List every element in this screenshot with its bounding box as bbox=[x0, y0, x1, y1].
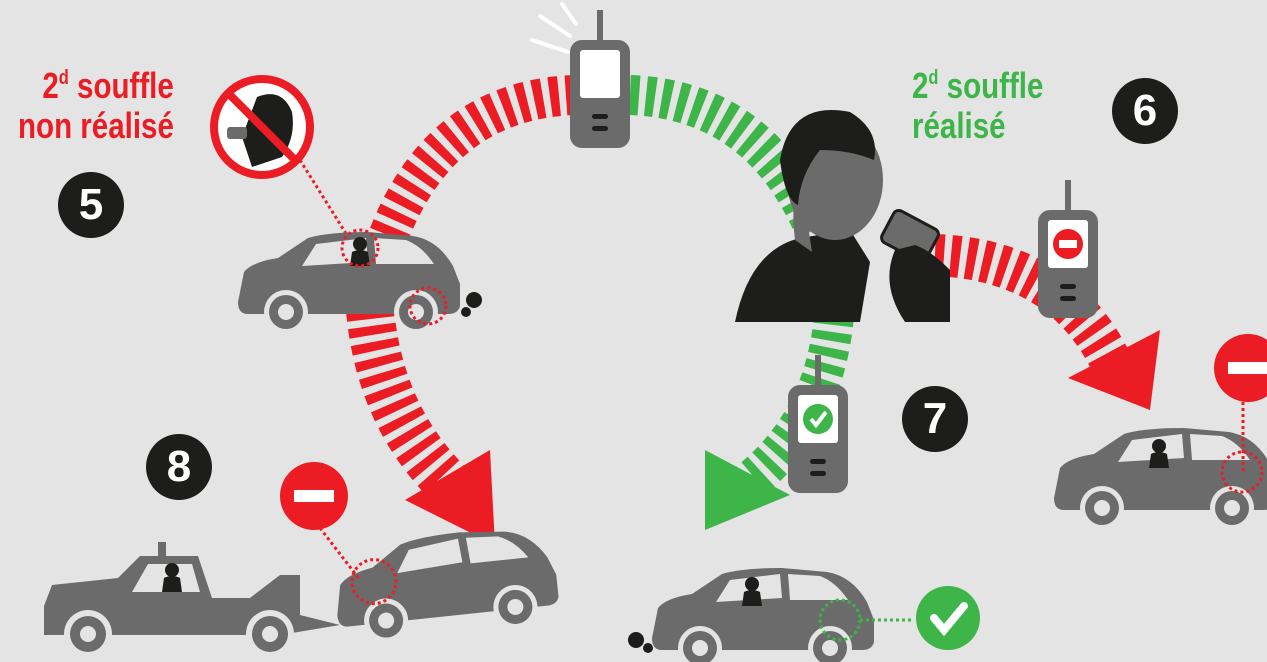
tow-truck-icon bbox=[44, 542, 340, 658]
connector-dotted-towed bbox=[320, 528, 360, 580]
no-entry-icon-towed bbox=[280, 462, 348, 530]
signal-icon bbox=[532, 4, 576, 52]
check-icon bbox=[916, 586, 980, 650]
car-icon-towed bbox=[330, 523, 561, 648]
no-breath-person-icon bbox=[214, 79, 310, 175]
red-arc-left-down bbox=[370, 310, 455, 490]
red-arc-top-left bbox=[380, 95, 575, 260]
exhaust-smoke-icon bbox=[461, 292, 482, 317]
breathalyzer-icon bbox=[570, 10, 630, 148]
exhaust-smoke-icon-2 bbox=[628, 632, 653, 653]
breathalyzer-icon-fail bbox=[1038, 180, 1098, 318]
no-entry-icon-right bbox=[1214, 334, 1267, 402]
car-icon-pass bbox=[652, 568, 874, 662]
car-icon-step6 bbox=[1054, 428, 1267, 530]
connector-dotted bbox=[300, 160, 350, 240]
